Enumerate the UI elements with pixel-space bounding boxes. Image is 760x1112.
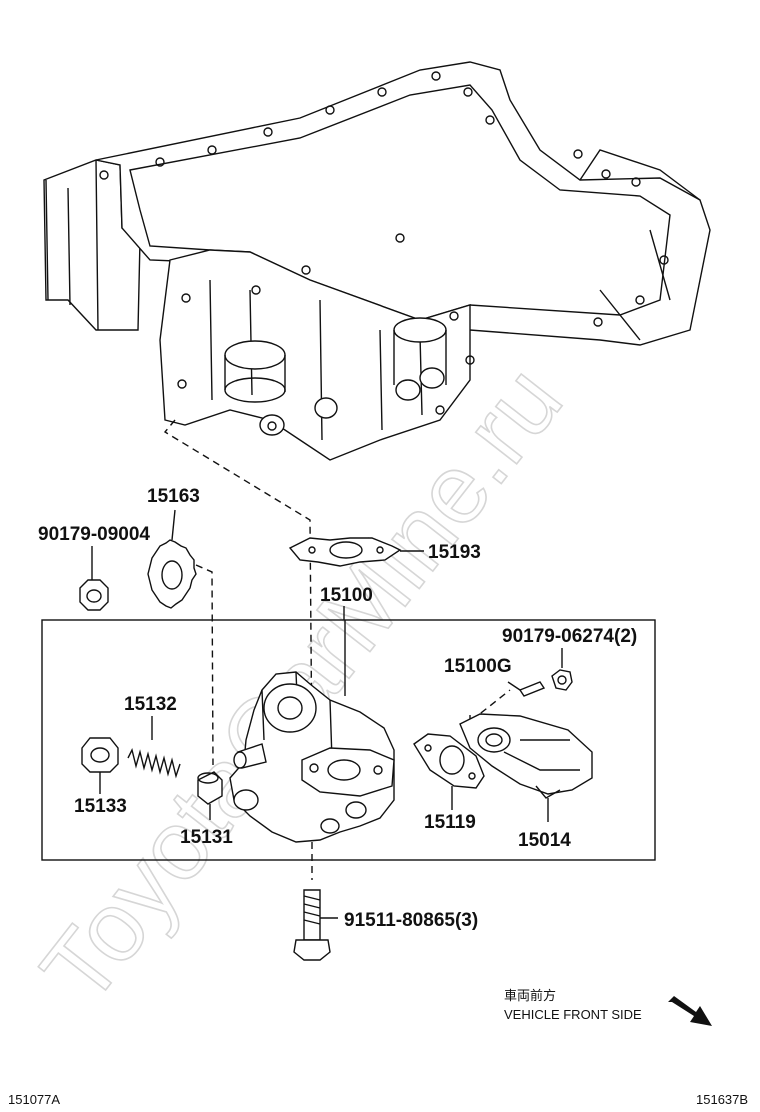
nut-90179-09004: [79, 546, 109, 611]
valve-15131: [197, 771, 223, 820]
label-15100G: 15100G: [444, 656, 512, 677]
label-15131: 15131: [180, 827, 233, 848]
strainer-15014: [459, 713, 593, 822]
label-15132: 15132: [124, 694, 177, 715]
direction-jp: 車両前方: [504, 988, 556, 1003]
spring-15132: [127, 716, 181, 779]
assembly-box-15100: [41, 606, 656, 861]
label-90179-06274: 90179-06274(2): [502, 626, 637, 647]
gasket-15193: [288, 537, 424, 567]
label-15133: 15133: [74, 796, 127, 817]
oil-pan-illustration: [43, 61, 711, 461]
label-15163: 15163: [147, 486, 200, 507]
code-right: 151637B: [696, 1092, 748, 1107]
bolt-91511-80865: [293, 889, 338, 961]
stud-15100G: [507, 648, 573, 697]
gasket-15119: [413, 733, 485, 810]
plug-15133: [81, 737, 119, 794]
label-15100: 15100: [320, 585, 373, 606]
oil-pump-body: [229, 620, 395, 843]
label-91511-80865: 91511-80865(3): [344, 910, 478, 931]
label-90179-09004: 90179-09004: [38, 524, 150, 545]
sprocket-15163: [147, 509, 197, 609]
code-left: 151077A: [8, 1092, 60, 1107]
direction-en: VEHICLE FRONT SIDE: [504, 1007, 642, 1022]
label-15014: 15014: [518, 830, 571, 851]
label-15119: 15119: [424, 812, 476, 833]
vehicle-front-arrow: [668, 996, 712, 1026]
label-15193: 15193: [428, 542, 481, 563]
